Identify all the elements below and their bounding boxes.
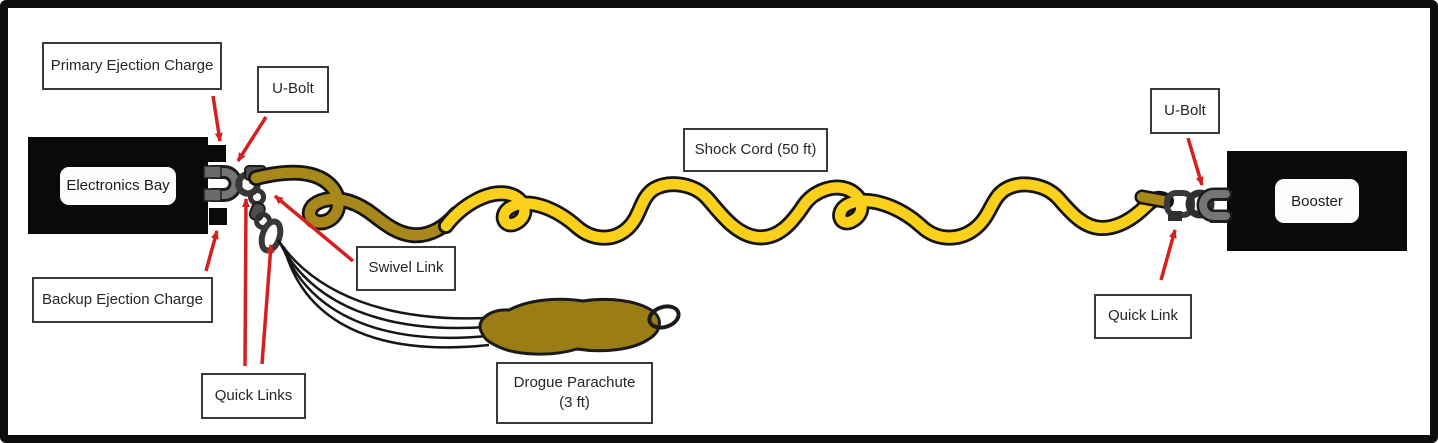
shroud-line-2: [278, 242, 488, 330]
label-shock-cord-text: Shock Cord (50 ft): [694, 140, 817, 158]
shock-cord-dark-section: [248, 164, 464, 244]
arrow-primary-ejection-charge: [211, 95, 223, 142]
shroud-line-4: [282, 246, 490, 349]
shroud-line-3: [280, 244, 489, 340]
parachute-loop: [647, 304, 681, 330]
u-bolt-right-metal: [1199, 190, 1230, 220]
label-u-bolt-left-text: U-Bolt: [272, 80, 314, 98]
quick-link-right-nut: [1168, 211, 1182, 221]
primary-ejection-charge-well: [208, 145, 226, 162]
arrow-quick-link-upper: [241, 198, 250, 367]
cord-end-cap: [1137, 192, 1169, 206]
arrow-backup-ejection-charge: [204, 230, 219, 272]
label-quick-links-text: Quick Links: [214, 386, 293, 404]
shock-cord-illustration: [438, 176, 1174, 246]
arrow-swivel-link: [273, 194, 355, 263]
arrow-u-bolt-left: [236, 116, 268, 162]
arrow-u-bolt-right: [1186, 137, 1204, 186]
electronics-bay-label: Electronics Bay: [60, 166, 176, 205]
arrow-quick-link-lower: [260, 244, 275, 365]
label-u-bolt-left: U-Bolt: [257, 66, 329, 113]
shroud-lines: [276, 239, 490, 349]
quick-link-lower-hardware: [258, 218, 284, 254]
shroud-line-1: [276, 239, 488, 320]
shock-cord-fill: [440, 178, 1172, 243]
label-drogue-parachute-line2: (3 ft): [559, 394, 590, 411]
label-drogue-parachute: Drogue Parachute (3 ft): [496, 362, 653, 424]
swivel-link-hardware: [248, 188, 272, 230]
swivel-ring-top: [248, 188, 266, 206]
label-quick-link-right-text: Quick Link: [1107, 307, 1179, 325]
label-quick-link-right: Quick Link: [1094, 294, 1192, 339]
label-backup-ejection-charge-text: Backup Ejection Charge: [42, 290, 203, 308]
label-primary-ejection-charge: Primary Ejection Charge: [42, 42, 222, 90]
label-backup-ejection-charge: Backup Ejection Charge: [32, 277, 213, 323]
u-bolt-left-hardware: [203, 165, 243, 202]
drogue-parachute-illustration: [478, 297, 661, 356]
label-u-bolt-right-text: U-Bolt: [1164, 101, 1206, 119]
booster-body: Booster: [1227, 151, 1407, 251]
backup-ejection-charge-well: [209, 208, 227, 225]
label-u-bolt-right: U-Bolt: [1150, 88, 1220, 134]
callout-arrows: [204, 95, 1204, 367]
u-bolt-left-stub-top: [203, 165, 222, 179]
label-swivel-link-text: Swivel Link: [368, 259, 444, 277]
label-swivel-link: Swivel Link: [356, 246, 456, 291]
booster-label: Booster: [1275, 179, 1359, 223]
arrow-quick-link-right: [1159, 229, 1177, 281]
u-bolt-left-stub-bottom: [203, 188, 222, 202]
label-drogue-parachute-line1: Drogue Parachute: [513, 373, 636, 391]
label-primary-ejection-charge-text: Primary Ejection Charge: [50, 56, 214, 74]
label-shock-cord: Shock Cord (50 ft): [683, 128, 828, 172]
electronics-bay-text: Electronics Bay: [66, 177, 170, 194]
booster-text: Booster: [1291, 192, 1343, 210]
u-bolt-right-hardware: [1196, 187, 1233, 223]
harness-illustration: [203, 95, 1233, 367]
shock-cord-dark-fill: [250, 167, 462, 241]
label-quick-links: Quick Links: [201, 373, 306, 419]
electronics-bay-body: Electronics Bay: [28, 137, 208, 234]
